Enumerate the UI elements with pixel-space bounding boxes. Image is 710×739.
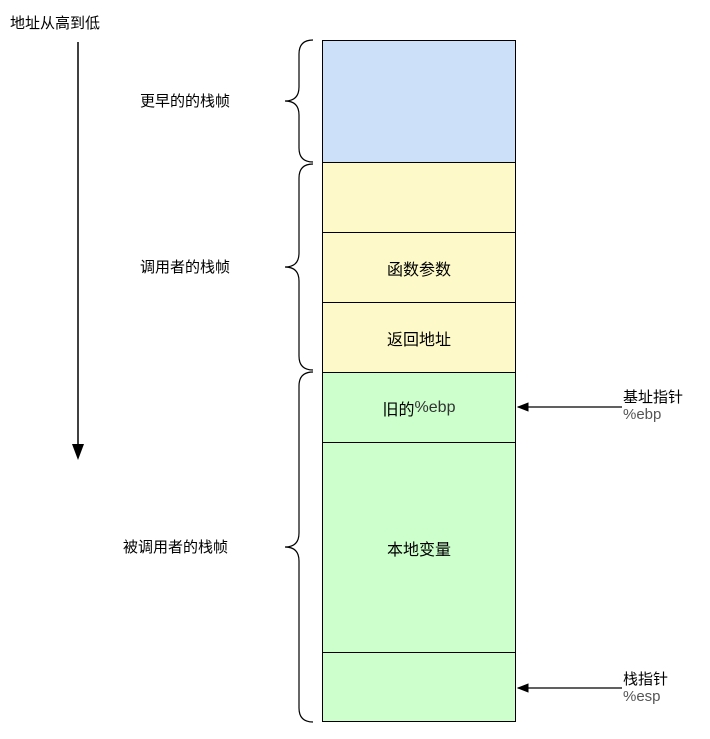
callee-frame-label: 被调用者的栈帧 <box>123 538 229 556</box>
return-address-text: 返回地址 <box>386 329 451 349</box>
callee-frame-brace <box>284 371 314 723</box>
earlier-frame-brace <box>284 39 314 163</box>
earlier-frame-label: 更早的的栈帧 <box>140 92 231 110</box>
address-direction-label: 地址从高到低 <box>10 14 101 32</box>
stack-pointer-label: 栈指针 <box>623 670 669 688</box>
stack-bottom-cell <box>322 652 516 722</box>
base-pointer-register: %ebp <box>623 406 662 423</box>
return-address-cell: 返回地址 <box>322 302 516 373</box>
caller-blank-cell <box>322 162 516 233</box>
local-vars-text: 本地变量 <box>386 539 451 559</box>
function-args-text: 函数参数 <box>386 259 451 279</box>
base-pointer-label: 基址指针 <box>623 388 684 406</box>
stack-pointer-register: %esp <box>623 688 661 705</box>
old-ebp-register: %ebp <box>414 398 456 416</box>
old-ebp-prefix: 旧的 <box>382 399 415 419</box>
caller-frame-label: 调用者的栈帧 <box>140 258 231 276</box>
caller-frame-brace <box>284 163 314 371</box>
base-pointer-label-group: 基址指针 %ebp <box>623 388 683 424</box>
function-args-cell: 函数参数 <box>322 232 516 303</box>
stack-pointer-label-group: 栈指针 %esp <box>623 670 668 706</box>
address-direction-arrowhead <box>72 444 84 460</box>
old-ebp-cell: 旧的%ebp <box>322 372 516 443</box>
earlier-frame-cell <box>322 40 516 163</box>
local-vars-cell: 本地变量 <box>322 442 516 653</box>
